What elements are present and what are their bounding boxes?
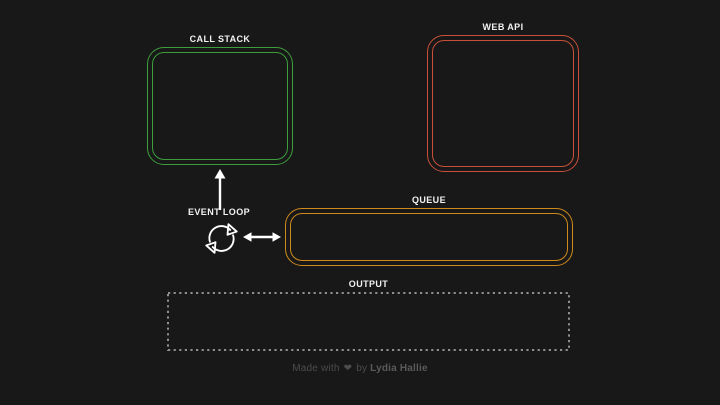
up-arrow-icon xyxy=(214,169,226,210)
output-label: OUTPUT xyxy=(348,279,389,289)
call-stack-box xyxy=(147,47,293,165)
cycle-arrows-icon xyxy=(205,223,238,254)
output-box xyxy=(167,292,570,351)
queue-box-inner xyxy=(290,213,568,261)
web-api-label: WEB API xyxy=(482,22,524,32)
call-stack-label: CALL STACK xyxy=(189,34,251,44)
heart-icon: ❤ xyxy=(343,363,353,374)
web-api-box-inner xyxy=(432,40,574,167)
event-loop-label: EVENT LOOP xyxy=(187,207,250,217)
double-arrow-icon xyxy=(243,232,281,242)
footer-credit: Made with ❤ by Lydia Hallie xyxy=(0,363,720,374)
call-stack-box-inner xyxy=(152,52,288,160)
web-api-box xyxy=(427,35,579,172)
footer-prefix: Made with xyxy=(292,363,340,374)
footer-author: Lydia Hallie xyxy=(370,363,428,374)
queue-box xyxy=(285,208,573,266)
queue-label: QUEUE xyxy=(411,195,446,205)
footer-connector: by xyxy=(356,363,368,374)
